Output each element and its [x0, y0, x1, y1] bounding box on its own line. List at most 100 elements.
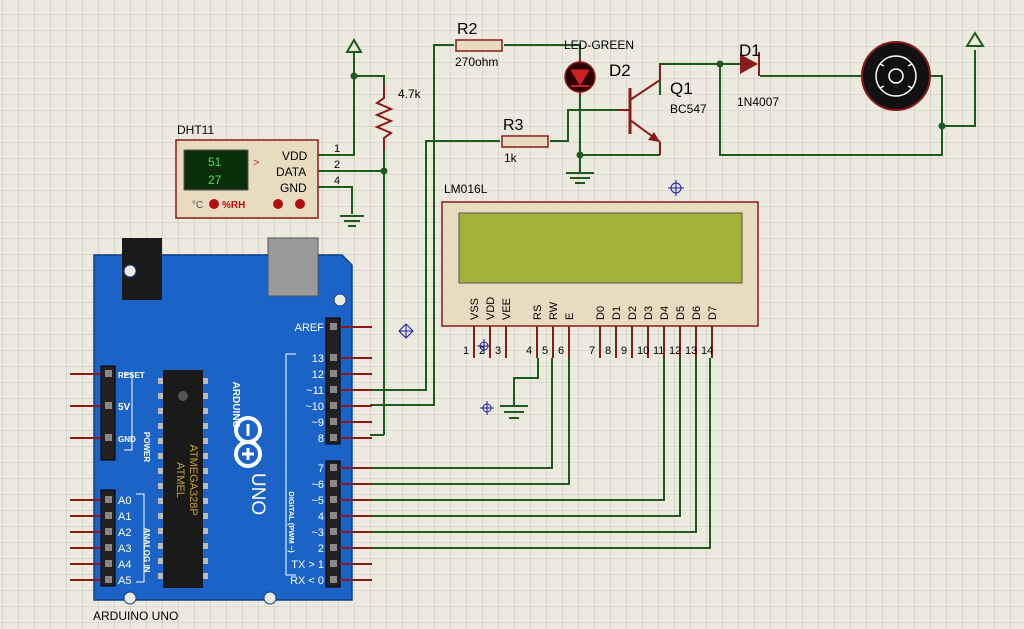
- chip-leg: [203, 558, 208, 564]
- chip-leg: [158, 408, 163, 414]
- power-pin-label-reset: RESET: [118, 371, 145, 380]
- dht-humidity: 51: [208, 155, 222, 169]
- analog-pin-socket[interactable]: [105, 576, 112, 583]
- digital-pin-socket[interactable]: [330, 496, 337, 503]
- power-pin-group: RESET 5V GND: [70, 365, 145, 461]
- lcd-pin-label-d0: D0: [595, 306, 607, 320]
- digital-pin-label: 7: [318, 463, 324, 475]
- digital-pin-socket[interactable]: [330, 464, 337, 471]
- led-label: LED-GREEN: [564, 38, 634, 52]
- digital-pin-socket[interactable]: [330, 512, 337, 519]
- lcd-pin-number-6: 6: [558, 345, 564, 357]
- r3-ref: R3: [503, 117, 524, 134]
- chip-leg: [158, 378, 163, 384]
- chip-leg: [203, 483, 208, 489]
- digital-pin-socket[interactable]: [330, 386, 337, 393]
- led-green[interactable]: LED-GREEN D2: [564, 38, 634, 96]
- lcd-pin-number-5: 5: [542, 345, 548, 357]
- digital-pin-label: AREF: [295, 322, 325, 334]
- lcd-pin-number-11: 11: [653, 345, 664, 357]
- analog-group-label: ANALOG IN: [142, 528, 151, 573]
- chip-brand: ATMEL: [174, 462, 186, 498]
- analog-pin-socket[interactable]: [105, 528, 112, 535]
- analog-pin-socket[interactable]: [105, 544, 112, 551]
- lcd-pin-label-d2: D2: [627, 306, 639, 320]
- analog-pin-label-a3: A3: [118, 543, 131, 555]
- lcd-pin-number-7: 7: [589, 345, 595, 357]
- digital-pin-socket[interactable]: [330, 354, 337, 361]
- lcd-pin-number-3: 3: [495, 345, 501, 357]
- origin-markers: [398, 180, 684, 415]
- r2-value: 270ohm: [455, 55, 498, 69]
- chip-leg: [203, 468, 208, 474]
- digital-pin-socket[interactable]: [330, 576, 337, 583]
- chip-leg: [158, 393, 163, 399]
- transistor-q1[interactable]: Q1 BC547: [618, 64, 707, 155]
- digital-pin-label: 8: [318, 433, 324, 445]
- arduino-uno[interactable]: ATMEL ATMEGA328P ARDUINO UNO RESET5VGND …: [70, 237, 372, 623]
- power-pin-socket[interactable]: [105, 402, 112, 409]
- digital-pin-socket[interactable]: [330, 323, 337, 330]
- lcd-lm016l[interactable]: LM016L VSS1VDD2VEE3RS4RW5E6D07D18D29D310…: [441, 182, 759, 358]
- dht-pin-data: DATA: [276, 165, 306, 179]
- chip-leg: [158, 573, 163, 579]
- chip-leg: [158, 483, 163, 489]
- digital-pin-socket[interactable]: [330, 528, 337, 535]
- digital-group-label: DIGITAL (PWM ~): [287, 491, 296, 553]
- power-pin-socket[interactable]: [105, 370, 112, 377]
- lcd-pin-number-10: 10: [637, 345, 649, 357]
- chip-leg: [203, 423, 208, 429]
- humidity-up-icon[interactable]: [273, 199, 283, 209]
- d1-model: 1N4007: [737, 95, 779, 109]
- resistor-r2[interactable]: R2 270ohm: [455, 21, 503, 69]
- ground-symbol-lcd: [500, 405, 528, 419]
- dht-rh: %RH: [222, 200, 245, 211]
- dht11-sensor[interactable]: DHT11 51 27 > °C %RH VDD DATA GND 1 2 4: [175, 123, 340, 219]
- power-symbol-right: [938, 31, 985, 130]
- pullup-resistor[interactable]: 4.7k: [374, 85, 422, 150]
- power-pin-label-5v: 5V: [118, 402, 131, 413]
- digital-pin-label: ~11: [306, 385, 324, 397]
- arduino-brand: ARDUINO: [230, 382, 241, 429]
- digital-pin-label: 13: [312, 353, 324, 365]
- chip-leg: [203, 453, 208, 459]
- power-pin-label-gnd: GND: [118, 435, 136, 444]
- analog-pin-label-a2: A2: [118, 527, 131, 539]
- lcd-pin-label-vdd: VDD: [485, 297, 497, 320]
- resistor-r3[interactable]: R3 1k: [501, 117, 549, 165]
- analog-pin-socket[interactable]: [105, 496, 112, 503]
- digital-pin-socket[interactable]: [330, 544, 337, 551]
- chip-leg: [158, 423, 163, 429]
- dht-ref: DHT11: [177, 123, 214, 137]
- d1-ref: D1: [739, 41, 761, 60]
- dht-temperature: 27: [208, 173, 222, 187]
- lcd-pin-label-d3: D3: [643, 306, 655, 320]
- chip-legs: [158, 378, 208, 579]
- motor[interactable]: [861, 41, 931, 111]
- digital-pin-socket[interactable]: [330, 480, 337, 487]
- digital-pin-socket[interactable]: [330, 370, 337, 377]
- digital-pin-label: RX < 0: [290, 575, 324, 587]
- digital-pin-socket[interactable]: [330, 418, 337, 425]
- analog-pin-socket[interactable]: [105, 560, 112, 567]
- usb-port: [267, 237, 319, 297]
- digital-pin-label: 2: [318, 543, 324, 555]
- digital-pin-socket[interactable]: [330, 402, 337, 409]
- analog-pin-label-a4: A4: [118, 559, 131, 571]
- digital-pin-socket[interactable]: [330, 560, 337, 567]
- power-pin-socket[interactable]: [105, 434, 112, 441]
- r2-ref: R2: [457, 21, 478, 38]
- diode-d1[interactable]: D1 1N4007: [737, 41, 779, 109]
- temp-button-icon[interactable]: [209, 199, 219, 209]
- digital-pin-socket[interactable]: [330, 434, 337, 441]
- lcd-pin-number-4: 4: [526, 345, 532, 357]
- humidity-down-icon[interactable]: [295, 199, 305, 209]
- dht-arrow: >: [253, 157, 259, 169]
- arduino-logo: [234, 416, 262, 468]
- atmega-chip: [163, 370, 203, 588]
- junction-dots: [380, 60, 724, 175]
- digital-pin-label: ~5: [311, 495, 324, 507]
- analog-pin-label-a1: A1: [118, 511, 131, 523]
- analog-pin-socket[interactable]: [105, 512, 112, 519]
